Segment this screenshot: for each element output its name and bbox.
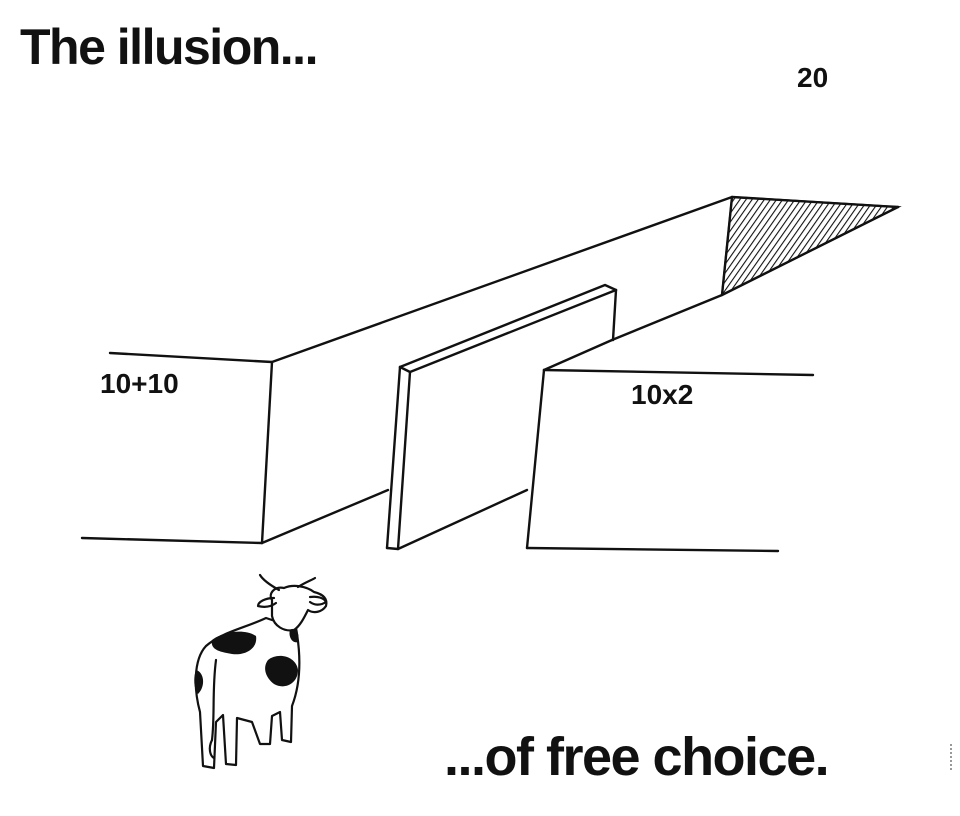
left-path-label: 10+10: [100, 368, 179, 399]
goal-label: 20: [797, 62, 829, 93]
caption-top: The illusion...: [20, 19, 318, 75]
middle-divider-wall: [385, 283, 618, 551]
shaded-corridor-end: [720, 195, 902, 297]
cow-icon: [194, 573, 328, 770]
edge-artifact: [950, 744, 956, 770]
right-wall: [525, 205, 900, 553]
caption-bottom: ...of free choice.: [444, 727, 830, 787]
right-path-label: 10x2: [631, 379, 694, 410]
